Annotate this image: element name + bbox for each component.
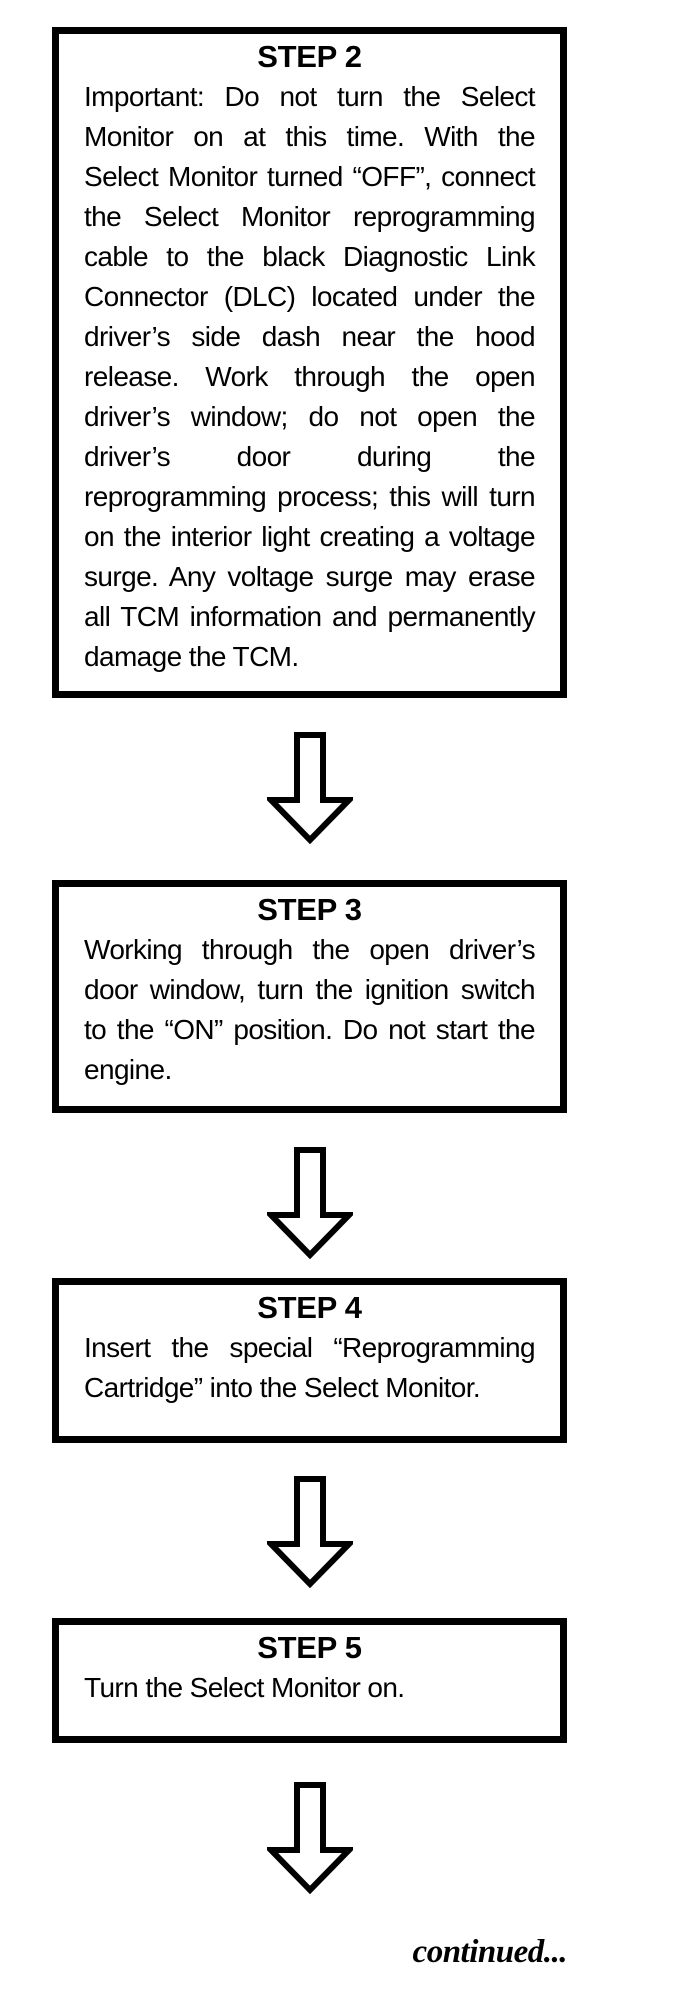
step-2-body: Important: Do not turn the Select Monito…: [84, 81, 536, 672]
step-4-body: Insert the special “Reprogramming Cartri…: [84, 1332, 536, 1403]
step-4-box: STEP 4 Insert the special “Reprogramming…: [52, 1278, 567, 1443]
step-5-body: Turn the Select Monitor on.: [84, 1672, 405, 1703]
step-4-title: STEP 4: [257, 1290, 362, 1325]
down-arrow-icon: [267, 1782, 353, 1895]
step-2-title: STEP 2: [257, 39, 362, 74]
step-5-title: STEP 5: [257, 1630, 362, 1665]
down-arrow-icon: [267, 732, 353, 845]
down-arrow-icon: [267, 1476, 353, 1589]
step-2-box: STEP 2 Important: Do not turn the Select…: [52, 27, 567, 698]
step-3-title: STEP 3: [257, 892, 362, 927]
step-5-box: STEP 5 Turn the Select Monitor on.: [52, 1618, 567, 1743]
step-3-body: Working through the open driver’s door w…: [84, 934, 536, 1085]
continued-label: continued...: [412, 1934, 568, 1970]
step-3-box: STEP 3 Working through the open driver’s…: [52, 880, 567, 1113]
down-arrow-icon: [267, 1147, 353, 1260]
